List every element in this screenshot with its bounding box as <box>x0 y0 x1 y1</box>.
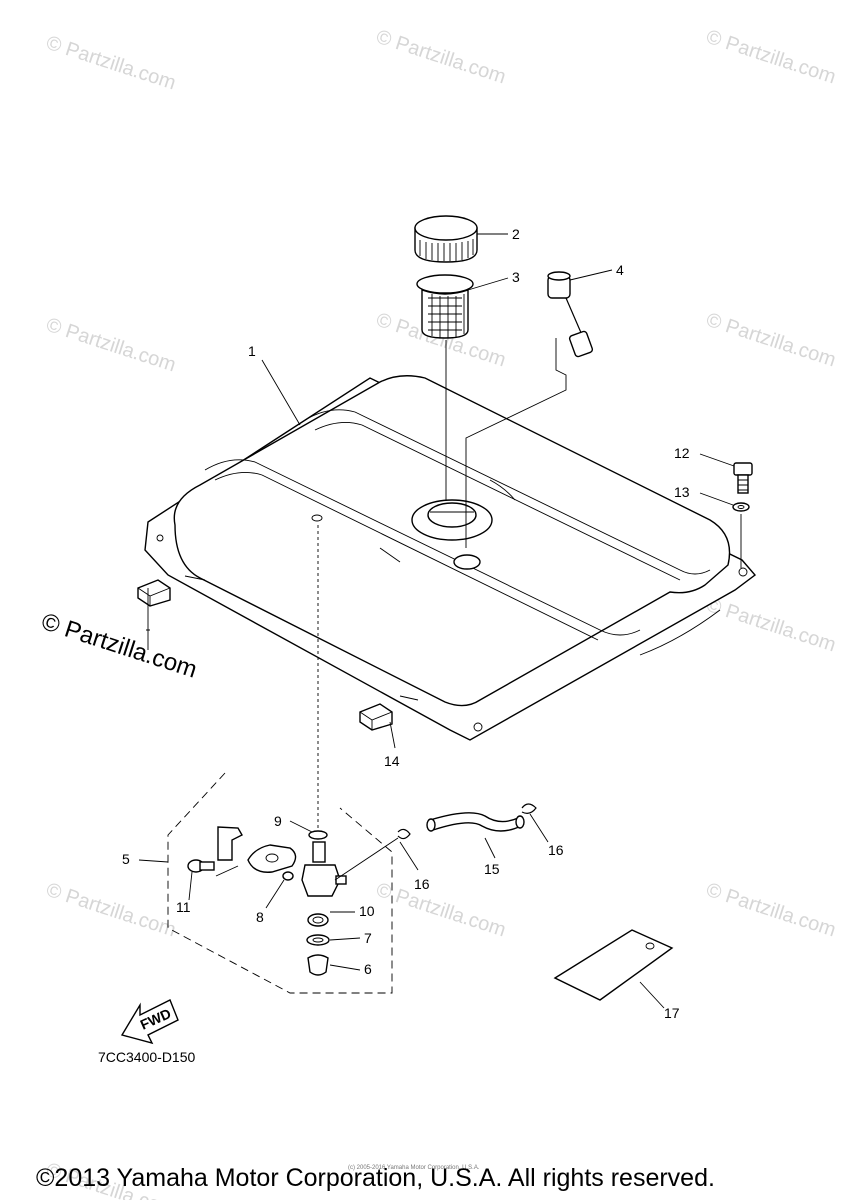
assembly-lines <box>146 338 742 881</box>
forward-arrow: FWD <box>120 999 179 1045</box>
watermark-text: © Partzilla.com <box>43 32 178 95</box>
small-copyright: (c) 2005-2016 Yamaha Motor Corporation, … <box>348 1165 480 1171</box>
callout-11: 11 <box>176 899 191 915</box>
watermark-text: © Partzilla.com <box>703 26 838 89</box>
bolt-and-washer <box>732 462 753 512</box>
hose-clip-right <box>521 803 537 814</box>
watermark-text: © Partzilla.com <box>373 26 508 89</box>
callout-8: 8 <box>256 909 264 925</box>
leader <box>215 865 239 877</box>
callout-14: 14 <box>384 753 400 769</box>
watermark-text: © Partzilla.com <box>43 879 178 942</box>
callout-5: 5 <box>122 851 130 867</box>
callout-16-right: 16 <box>548 842 564 858</box>
fuel-cock-group-outline <box>167 772 393 994</box>
watermark-text: © Partzilla.com <box>703 594 838 657</box>
copyright-notice: ©2013 Yamaha Motor Corporation, U.S.A. A… <box>36 1164 715 1192</box>
damper-right <box>359 703 393 731</box>
callout-7: 7 <box>364 930 372 946</box>
callout-leaders <box>138 233 735 1009</box>
callout-3: 3 <box>512 269 520 285</box>
o-ring <box>282 871 294 881</box>
fuel-strainer <box>416 274 474 339</box>
screw <box>187 859 215 873</box>
fuel-tank <box>144 375 757 741</box>
damper-left <box>137 579 171 607</box>
callout-15: 15 <box>484 861 500 877</box>
watermark-text: © Partzilla.com <box>43 314 178 377</box>
fuel-cock-lever <box>217 826 297 873</box>
fuel-hose <box>426 812 525 832</box>
fuel-cock <box>301 830 347 976</box>
callout-16-left: 16 <box>414 876 430 892</box>
hose-clip-left <box>397 828 411 840</box>
diagram-code: 7CC3400-D150 <box>98 1049 195 1065</box>
callout-13: 13 <box>674 484 690 500</box>
callout-1: 1 <box>248 343 256 359</box>
fuel-tank-cap <box>414 215 478 263</box>
callout-9: 9 <box>274 813 282 829</box>
watermark-text: © Partzilla.com <box>703 879 838 942</box>
fuel-gauge <box>547 271 594 358</box>
callout-17: 17 <box>664 1005 680 1021</box>
partzilla-watermark: © Partzilla.com <box>38 608 200 684</box>
watermark-text: © Partzilla.com <box>703 309 838 372</box>
watermark-text: © Partzilla.com <box>373 879 508 942</box>
callout-2: 2 <box>512 226 520 242</box>
callout-12: 12 <box>674 445 690 461</box>
callout-10: 10 <box>359 903 375 919</box>
callout-labels: 1 2 3 4 5 6 7 8 9 10 11 12 13 14 15 16 1… <box>122 226 690 1021</box>
callout-6: 6 <box>364 961 372 977</box>
callout-4: 4 <box>616 262 624 278</box>
parts-bag <box>553 929 674 1001</box>
